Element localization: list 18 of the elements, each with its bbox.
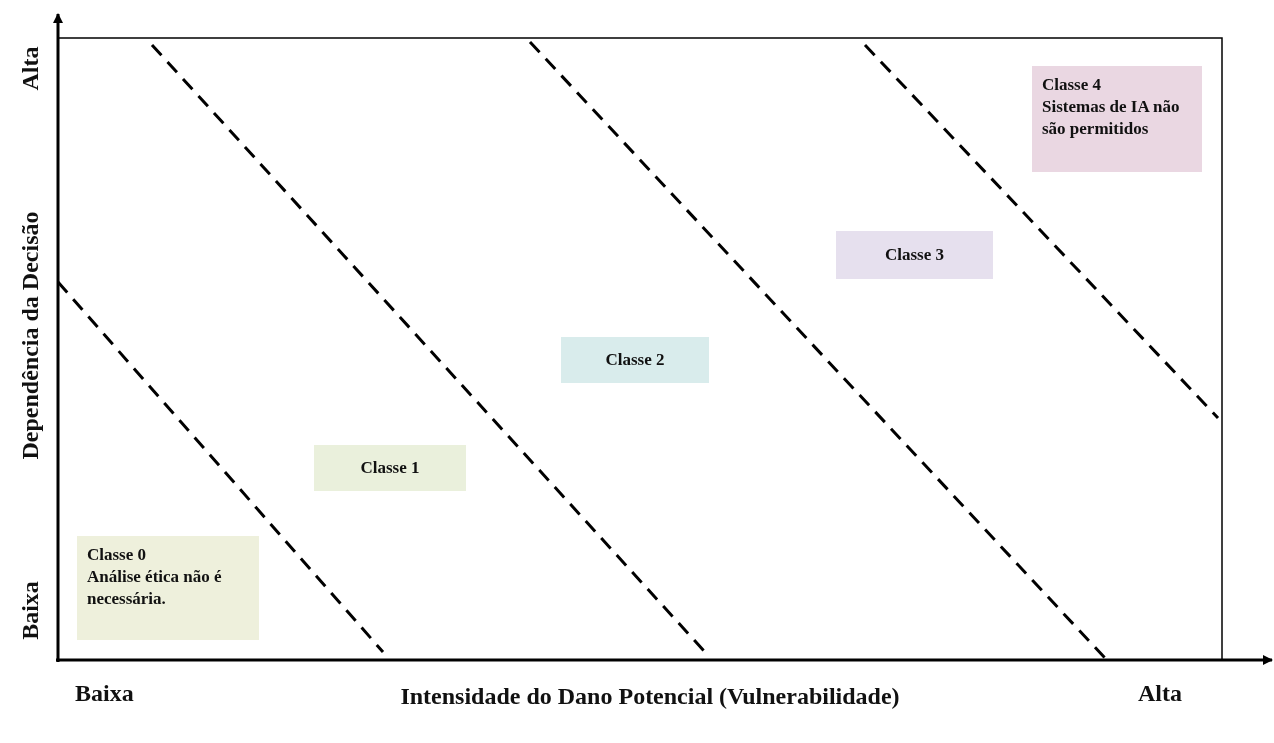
class-title: Classe 2: [605, 349, 665, 371]
class-title: Classe 4: [1042, 74, 1103, 96]
class-box: [314, 445, 466, 491]
class-title: Classe 3: [885, 244, 944, 266]
axis-level-label: Baixa: [16, 580, 44, 640]
class-title: Classe 1: [360, 457, 420, 479]
class-description: Análise ética não é necessária.: [87, 566, 223, 610]
class-box: [77, 536, 259, 640]
class-box: [1032, 66, 1202, 172]
axis-title: Intensidade do Dano Potencial (Vulnerabilidade): [399, 682, 901, 711]
axis-title: Dependência da Decisão: [16, 211, 44, 459]
class-description: Sistemas de IA não são permitidos: [1042, 96, 1181, 140]
class-box: [561, 337, 709, 383]
axis-level-label: Alta: [1138, 680, 1182, 707]
class-title: Classe 0: [87, 544, 148, 566]
axis-level-label: Alta: [16, 46, 44, 90]
axis-level-label: Baixa: [75, 680, 134, 707]
class-box: [836, 231, 993, 279]
